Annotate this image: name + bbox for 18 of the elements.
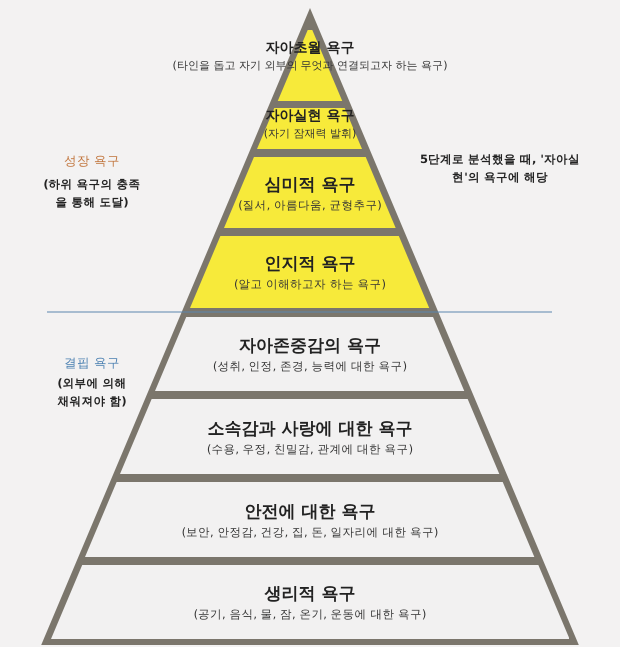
level-title: 안전에 대한 욕구 <box>244 500 376 524</box>
category-note: (외부에 의해 채워져야 함) <box>56 375 128 410</box>
level-description: (성취, 인정, 존경, 능력에 대한 욕구) <box>212 358 408 374</box>
level-title: 심미적 욕구 <box>264 174 356 196</box>
level-description: (수용, 우정, 친밀감, 관계에 대한 욕구) <box>206 440 414 456</box>
category-label: 성장 욕구 <box>63 152 121 170</box>
level-title: 생리적 욕구 <box>264 583 356 606</box>
level-title: 자아존중감의 욕구 <box>239 335 381 358</box>
level-title: 소속감과 사랑에 대한 욕구 <box>208 418 412 440</box>
level-description: (공기, 음식, 물, 잠, 온기, 운동에 대한 욕구) <box>194 606 426 622</box>
level-description: (질서, 아름다움, 균형추구) <box>238 196 382 212</box>
level-description: (보안, 안정감, 건강, 집, 돈, 일자리에 대한 욕구) <box>182 524 438 540</box>
category-note: (하위 욕구의 충족을 통해 도달) <box>42 176 142 211</box>
level-description: (알고 이해하고자 하는 욕구) <box>234 276 386 292</box>
level-title: 인지적 욕구 <box>264 253 356 276</box>
side-note: 5단계로 분석했을 때, '자아실현'의 욕구에 해당 <box>420 151 580 186</box>
level-description: (자기 잠재력 발휘) <box>264 126 356 142</box>
category-label: 결핍 욕구 <box>63 354 121 372</box>
